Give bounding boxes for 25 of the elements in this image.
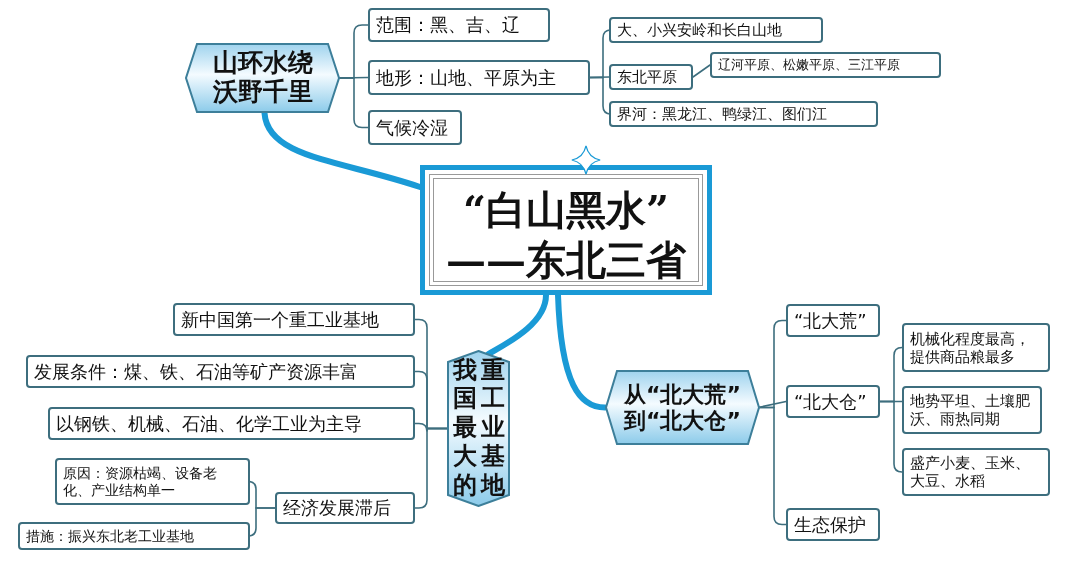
topic-box: “北大仓” [786, 385, 880, 418]
topic-box: 原因：资源枯竭、设备老化、产业结构单一 [55, 458, 250, 505]
topic-box: 范围：黑、吉、辽 [368, 8, 550, 42]
topic-box: 地势平坦、土壤肥沃、雨热同期 [902, 386, 1042, 434]
title-box: “白山黑水”——东北三省 [420, 165, 712, 295]
topic-box: 以钢铁、机械、石油、化学工业为主导 [48, 407, 415, 440]
topic-box: 地形：山地、平原为主 [368, 60, 590, 95]
topic-box: 新中国第一个重工业基地 [173, 303, 415, 336]
topic-box: 界河：黑龙江、鸭绿江、图们江 [609, 101, 878, 127]
topic-box: 发展条件：煤、铁、石油等矿产资源丰富 [26, 355, 415, 388]
topic-box: 生态保护 [786, 508, 880, 541]
topic-box: 大、小兴安岭和长白山地 [609, 17, 823, 43]
topic-box: 机械化程度最高，提供商品粮最多 [902, 323, 1050, 372]
topic-box: 气候冷湿 [368, 110, 462, 145]
topic-box: 措施：振兴东北老工业基地 [18, 522, 250, 550]
topic-box: “北大荒” [786, 304, 880, 337]
topic-box: 东北平原 [609, 64, 693, 90]
topic-box: 经济发展滞后 [275, 492, 415, 524]
topic-box: 辽河平原、松嫩平原、三江平原 [710, 52, 941, 78]
hexagon-node: 山环水绕沃野千里 [185, 43, 340, 113]
topic-box: 盛产小麦、玉米、大豆、水稻 [902, 448, 1050, 496]
hexagon-node: 我国最大的重工业基地 [447, 350, 510, 507]
connector-line [879, 400, 903, 473]
hexagon-node: 从“北大荒”到“北大仓” [605, 370, 760, 445]
connector-line [692, 64, 711, 78]
